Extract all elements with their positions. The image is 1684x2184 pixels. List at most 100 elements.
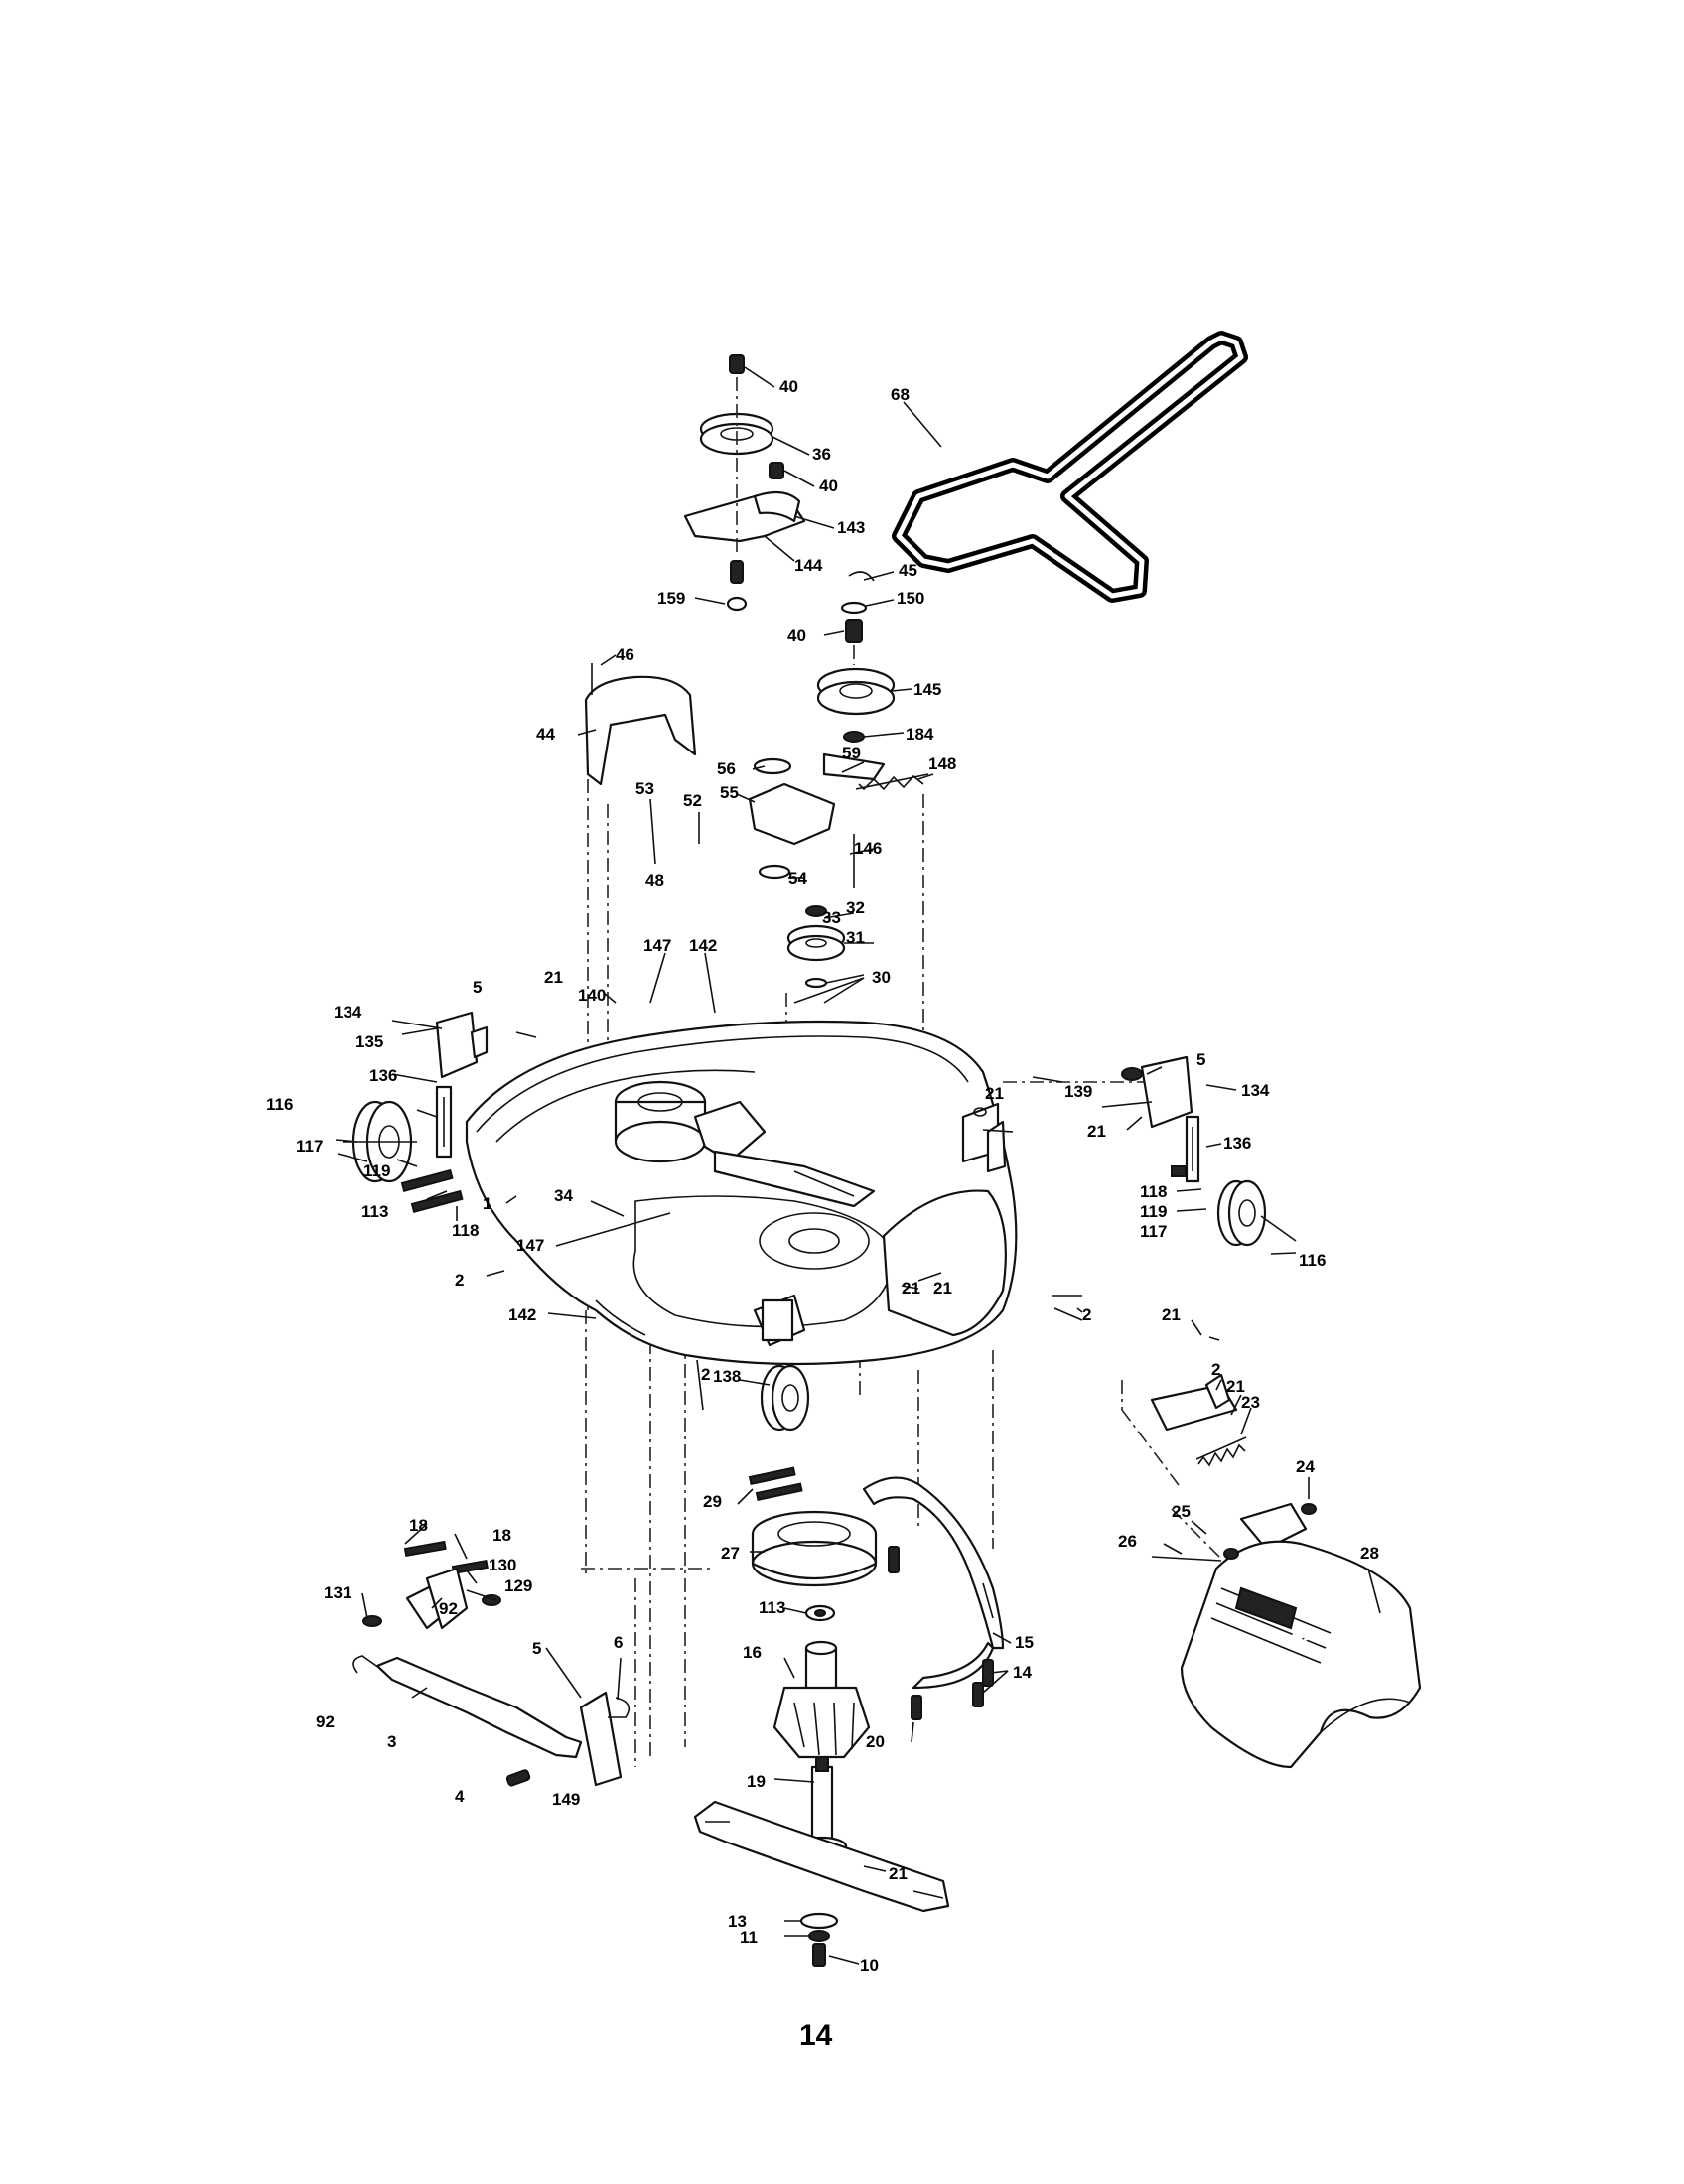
callout-label: 10 [860,1956,879,1975]
callout-label: 119 [1140,1202,1167,1221]
callout-label: 143 [837,518,865,537]
callout-label: 40 [779,377,798,396]
callout-label: 139 [1064,1082,1092,1101]
leader-lines-icon [335,366,1381,1965]
callout-label: 116 [266,1095,293,1114]
callout-label: 2 [701,1365,710,1384]
callout-label: 29 [703,1492,722,1511]
callout-label: 15 [1015,1633,1034,1652]
callout-label: 21 [544,968,563,987]
callout-label: 53 [635,779,654,798]
bearing-hole-icon [814,1609,826,1617]
spindle-housing-icon [772,1640,871,1759]
callout-label: 21 [889,1864,908,1883]
callout-label: 5 [473,978,482,997]
chute-bolts-icon [888,1546,994,1720]
mower-blade-icon [693,1800,950,1913]
deck-housing-icon [465,1020,1018,1366]
callout-label: 118 [452,1221,479,1240]
bolts-icon [748,1466,803,1502]
lift-linkage-icon [352,1540,631,1787]
callout-label: 54 [788,869,807,887]
callout-label: 147 [516,1236,544,1255]
callout-label: 18 [492,1526,511,1545]
callout-label: 33 [822,908,841,927]
callout-label: 59 [842,744,861,762]
callout-label: 28 [1360,1544,1379,1563]
deflector-strap-icon [862,1476,1005,1690]
callout-label: 21 [902,1279,920,1297]
callout-label: 20 [866,1732,885,1751]
callout-label: 23 [1241,1393,1260,1412]
callout-label: 148 [928,754,956,773]
v-belt-icon [892,331,1248,603]
callout-label: 26 [1118,1532,1137,1551]
callout-label: 2 [1082,1305,1091,1324]
callout-label: 130 [489,1556,516,1574]
gauge-wheel-right-icon [986,1055,1297,1247]
callout-label: 150 [897,589,924,608]
callout-label: 6 [614,1633,623,1652]
callout-label: 36 [812,445,831,464]
callout-label: 31 [846,928,865,947]
baffle-ring-icon [751,1510,878,1587]
callout-label: 119 [363,1161,390,1180]
callout-label: 140 [578,986,606,1005]
callout-label: 134 [334,1003,362,1022]
callout-label: 149 [552,1790,580,1809]
callout-label: 135 [355,1032,383,1051]
callout-label: 18 [409,1516,428,1535]
chute-bracket-icon [1150,1373,1317,1515]
callout-label: 46 [616,645,634,664]
callout-label: 68 [891,385,910,404]
callout-label: 25 [1172,1502,1191,1521]
callout-label: 136 [369,1066,397,1085]
callout-label: 144 [794,556,823,575]
callout-label: 14 [1013,1663,1032,1682]
callout-label: 2 [455,1271,464,1290]
callout-label: 134 [1241,1081,1270,1100]
callout-label: 45 [899,561,917,580]
callout-label: 116 [1299,1251,1326,1270]
front-wheel-icon [760,1364,810,1432]
callout-label: 21 [1162,1305,1181,1324]
callout-label: 56 [717,759,736,778]
callout-label: 16 [743,1643,762,1662]
callout-label: 21 [1226,1377,1245,1396]
callout-label: 142 [508,1305,536,1324]
callout-label: 21 [933,1279,952,1297]
callout-label: 2 [1211,1360,1220,1379]
callout-label: 92 [316,1712,335,1731]
callout-label: 4 [455,1787,465,1806]
discharge-chute-icon [1151,1502,1422,1769]
callout-label: 13 [728,1912,747,1931]
callout-labels: 40 36 40 143 144 159 45 150 40 145 184 6… [266,377,1379,1975]
callout-label: 44 [536,725,555,744]
callout-label: 138 [713,1367,741,1386]
callout-label: 3 [387,1732,396,1751]
callout-label: 131 [324,1583,351,1602]
callout-label: 184 [906,725,934,744]
callout-label: 1 [483,1194,491,1213]
page-number: 14 [799,2019,833,2052]
callout-label: 146 [854,839,882,858]
callout-label: 118 [1140,1182,1167,1201]
callout-label: 129 [504,1576,532,1595]
callout-label: 147 [643,936,671,955]
callout-label: 92 [439,1599,458,1618]
callout-label: 113 [759,1598,785,1617]
callout-label: 27 [721,1544,740,1563]
callout-label: 48 [645,871,664,889]
spindle-pulley-icon [748,571,929,888]
callout-label: 113 [361,1202,388,1221]
callout-label: 55 [720,783,739,802]
callout-label: 40 [819,477,838,495]
callout-label: 34 [554,1186,573,1205]
blade-hardware-icon [799,1912,839,1967]
belt-guard-icon [584,663,697,786]
callout-label: 19 [747,1772,766,1791]
callout-label: 40 [787,626,806,645]
callout-label: 32 [846,898,865,917]
callout-label: 52 [683,791,702,810]
